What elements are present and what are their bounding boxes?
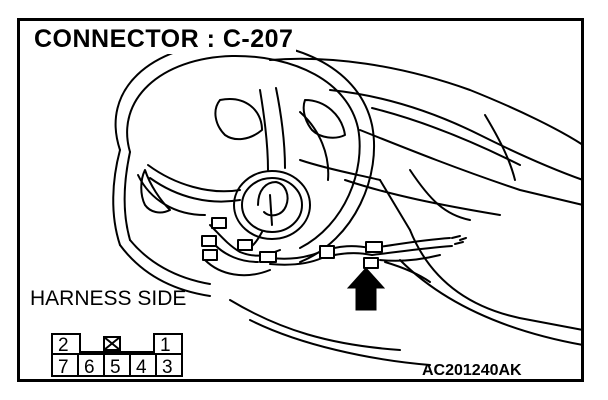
pin-label: 5	[110, 357, 121, 378]
pin-label: 3	[162, 357, 173, 378]
blocked-cavity-icon	[103, 336, 121, 351]
connector-pin-labels: 2 1 7 6 5 4 3	[58, 335, 173, 378]
pin-label: 7	[58, 357, 69, 378]
pin-label: 1	[160, 335, 171, 356]
pointer-arrow-icon	[346, 267, 386, 311]
figure-code: AC201240AK	[422, 362, 522, 379]
harness-side-label: HARNESS SIDE	[30, 287, 187, 310]
connector-title: CONNECTOR : C-207	[31, 24, 297, 54]
pin-label: 6	[84, 357, 95, 378]
diagram-frame	[17, 18, 584, 382]
pin-label: 2	[58, 335, 69, 356]
pin-label: 4	[136, 357, 147, 378]
connector-face-diagram	[51, 333, 183, 377]
